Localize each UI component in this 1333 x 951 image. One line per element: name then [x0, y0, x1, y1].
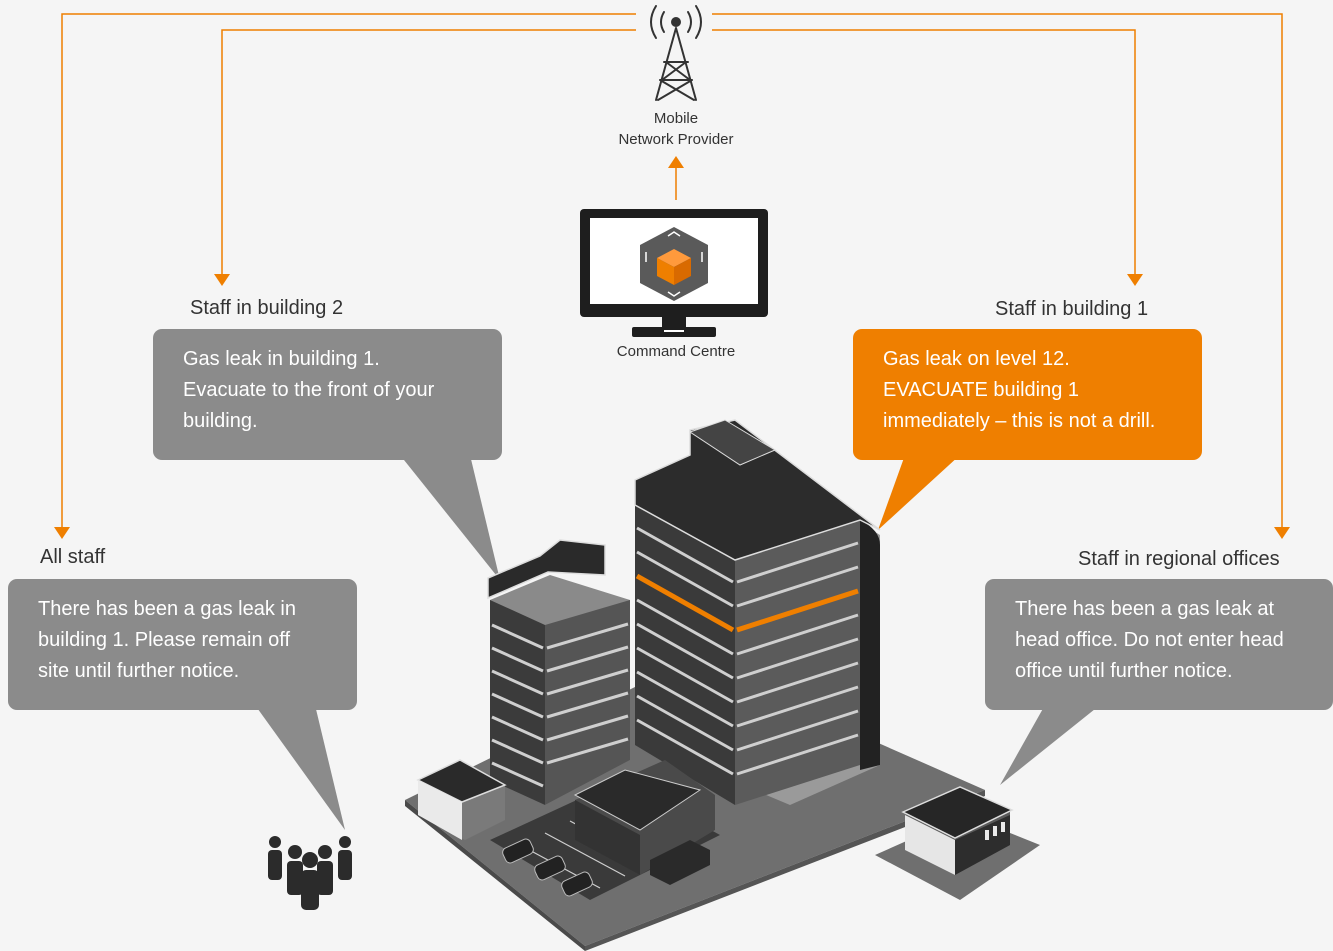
connector-lines: [61, 13, 1283, 528]
line-to-regional: [712, 13, 1283, 528]
tower-label: Mobile Network Provider: [596, 108, 756, 150]
arrowhead-all-staff: [54, 527, 70, 539]
tower-label-line1: Mobile: [653, 110, 699, 127]
building2-label: Staff in building 2: [190, 297, 344, 319]
building1-message-bubble: Gas leak on level 12. EVACUATE building …: [853, 329, 1202, 460]
all-staff-message: There has been a gas leak in building 1.…: [38, 598, 296, 682]
bubble-tail-all-staff: [255, 705, 345, 830]
line-to-building-1: [712, 29, 1136, 275]
people-group-icon: [268, 836, 352, 910]
arrowhead-regional: [1274, 527, 1290, 539]
arrowhead-building-1: [1127, 274, 1143, 286]
bubble-tail-building1: [878, 455, 960, 530]
building2-message: Gas leak in building 1. Evacuate to the …: [183, 348, 435, 432]
regional-message-bubble: There has been a gas leak at head office…: [985, 579, 1333, 710]
command-centre-label: Command Centre: [616, 343, 736, 360]
line-to-building-2: [221, 29, 636, 275]
regional-label: Staff in regional offices: [1078, 548, 1280, 570]
building1-label: Staff in building 1: [995, 298, 1149, 320]
regional-message: There has been a gas leak at head office…: [1015, 598, 1284, 682]
antenna-tower-icon: [650, 5, 702, 101]
arrowhead-tower: [668, 156, 684, 168]
regional-office-illustration: [875, 786, 1040, 900]
arrowheads: [54, 156, 1290, 539]
building1-message: Gas leak on level 12. EVACUATE building …: [883, 348, 1156, 432]
line-to-all-staff: [61, 13, 636, 528]
cube-logo-icon: [640, 227, 708, 301]
arrowhead-building-2: [214, 274, 230, 286]
tower-label-line2: Network Provider: [618, 131, 734, 148]
building2-message-bubble: Gas leak in building 1. Evacuate to the …: [153, 329, 502, 460]
office-buildings-illustration: [405, 419, 985, 951]
all-staff-label: All staff: [40, 546, 106, 568]
bubble-tail-regional: [1000, 705, 1100, 785]
all-staff-message-bubble: There has been a gas leak in building 1.…: [8, 579, 357, 710]
bubble-tail-building2: [400, 455, 500, 580]
